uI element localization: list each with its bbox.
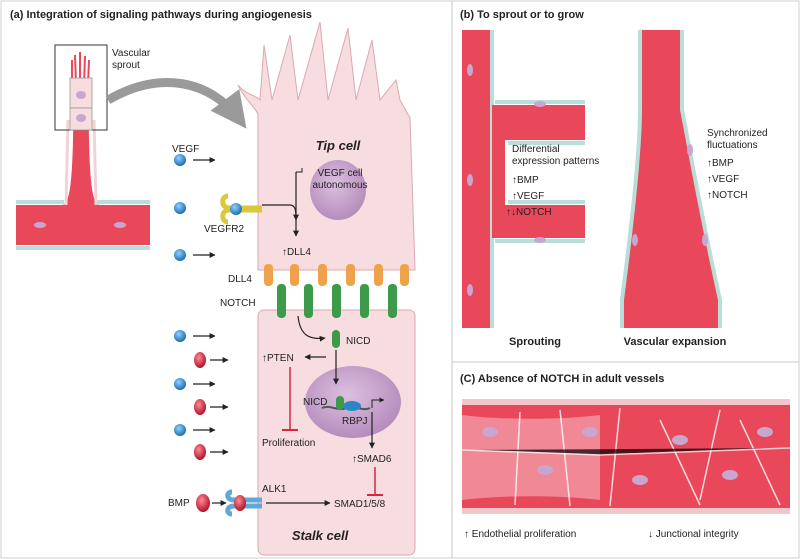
alk1-receptor: [225, 489, 262, 517]
adult-vessel: [461, 399, 791, 514]
notch-receptors: [277, 284, 397, 318]
pten-label: ↑PTEN: [262, 353, 294, 364]
sprout-vegf: ↑VEGF: [512, 191, 544, 202]
expansion-bmp: ↑BMP: [707, 158, 734, 169]
stalk-cell-label: Stalk cell: [292, 528, 349, 543]
sprouting-vessel: [462, 30, 585, 328]
vascular-expansion-label: Vascular expansion: [624, 336, 727, 348]
sprout-text-1: Differential: [512, 144, 560, 155]
sprout-label-1: Vascular: [112, 48, 151, 59]
tip-cell: [237, 21, 416, 271]
expanding-vessel: [620, 30, 722, 328]
sprout-notch: ↑↓NOTCH: [506, 207, 552, 218]
vegf-label: VEGF: [172, 144, 199, 155]
vascular-sprout-inset: [16, 44, 150, 250]
sprouting-label: Sprouting: [509, 336, 561, 348]
vegfr2-label: VEGFR2: [204, 224, 244, 235]
dll4-receptors: [264, 264, 409, 286]
rbpj-label: RBPJ: [342, 416, 368, 427]
endothelial-proliferation-caption: ↑ Endothelial proliferation: [464, 529, 576, 540]
sprout-label-2: sprout: [112, 60, 140, 71]
nicd-fragment: [332, 330, 340, 348]
dll4-up-label: ↑DLL4: [282, 247, 311, 258]
junctional-integrity-caption: ↓ Junctional integrity: [648, 529, 739, 540]
panel-c-title: (C) Absence of NOTCH in adult vessels: [460, 373, 664, 385]
expansion-text-2: fluctuations: [707, 140, 758, 151]
proliferation-label: Proliferation: [262, 438, 315, 449]
vegf-ligands: [174, 154, 216, 436]
alk1-label: ALK1: [262, 484, 287, 495]
tip-cell-label: Tip cell: [316, 138, 361, 153]
notch-label: NOTCH: [220, 298, 256, 309]
expansion-vegf: ↑VEGF: [707, 174, 739, 185]
nicd-nucleus-label: NICD: [303, 397, 327, 408]
sprout-bmp: ↑BMP: [512, 175, 539, 186]
dll4-label: DLL4: [228, 274, 252, 285]
rbpj-complex: [321, 396, 385, 411]
bmp-ligands: [194, 352, 229, 460]
notch-cleavage-arrow: [297, 315, 326, 342]
panel-a-title: (a) Integration of signaling pathways du…: [10, 9, 312, 21]
vegf-autonomous-1: VEGF cell: [317, 168, 362, 179]
smad158-label: SMAD1/5/8: [334, 499, 386, 510]
zoom-arrow: [105, 78, 247, 129]
expansion-text-1: Synchronized: [707, 128, 768, 139]
vegf-autonomous-2: autonomous: [312, 180, 367, 191]
bmp-ligand: [196, 494, 210, 512]
panel-b-title: (b) To sprout or to grow: [460, 9, 584, 21]
smad6-label: ↑SMAD6: [352, 454, 392, 465]
nicd-label: NICD: [346, 336, 370, 347]
expansion-notch: ↑NOTCH: [707, 190, 748, 201]
sprout-text-2: expression patterns: [512, 156, 599, 167]
bmp-label: BMP: [168, 498, 190, 509]
